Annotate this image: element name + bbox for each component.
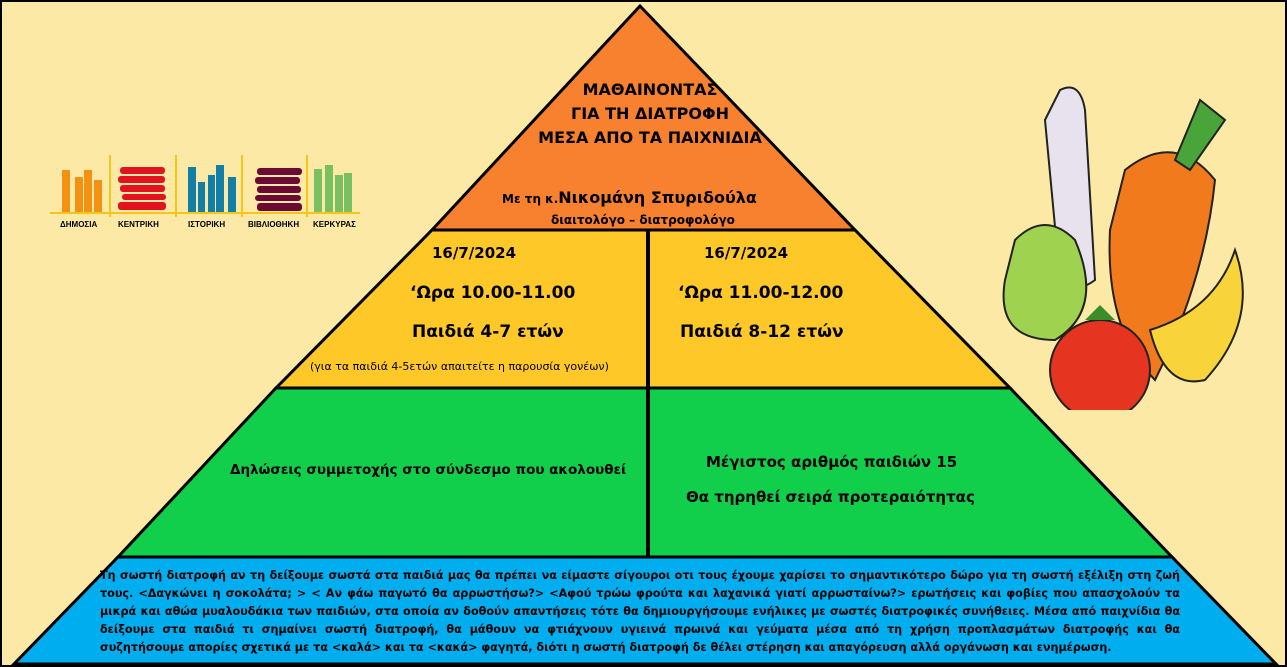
pear-icon	[1002, 224, 1088, 342]
right-date: 16/7/2024	[704, 244, 789, 262]
logo-word: ΒΙΒΛΙΟΘΗΚΗ	[248, 220, 300, 229]
description-paragraph: Τη σωστή διατροφή αν τη δείξουμε σωστά σ…	[100, 569, 1180, 654]
title-line: ΓΙΑ ΤΗ ΔΙΑΤΡΟΦΗ	[571, 104, 729, 123]
presenter-name: Νικομάνη Σπυριδούλα	[558, 188, 757, 207]
logo-word: ΚΕΡΚΥΡΑΣ	[313, 220, 356, 229]
tomato-icon	[1049, 305, 1151, 410]
presenter-prefix: Με τη κ.	[502, 192, 559, 206]
right-ages: Παιδιά 8-12 ετών	[680, 322, 844, 342]
logo-word: ΙΣΤΟΡΙΚΗ	[188, 220, 226, 229]
title-line: ΜΑΘΑΙΝΟΝΤΑΣ	[582, 80, 718, 99]
library-logo: ΔΗΜΟΣΙΑ ΚΕΝΤΡΙΚΗ ΙΣΤΟΡΙΚΗ ΒΙΒΛΙΟΘΗΚΗ ΚΕΡ…	[50, 155, 360, 235]
registration-text[interactable]: Δηλώσεις συμμετοχής στο σύνδεσμο που ακο…	[230, 462, 627, 478]
carrot-icon	[1108, 98, 1227, 382]
presenter-role: διαιτολόγο – διατροφολόγο	[551, 213, 735, 227]
event-title: ΜΑΘΑΙΝΟΝΤΑΣ ΓΙΑ ΤΗ ΔΙΑΤΡΟΦΗ ΜΕΣΑ ΑΠΟ ΤΑ …	[500, 78, 800, 150]
left-time: ‘Ωρα 10.00-11.00	[410, 283, 576, 303]
vegetable-characters-illustration	[1002, 86, 1244, 410]
pyramid-tier-orange	[428, 3, 859, 232]
right-time: ‘Ωρα 11.00-12.00	[678, 283, 844, 303]
presenter-line: Με τη κ.Νικομάνη Σπυριδούλα	[502, 188, 757, 207]
logo-word: ΔΗΜΟΣΙΑ	[60, 220, 98, 229]
title-line: ΜΕΣΑ ΑΠΟ ΤΑ ΠΑΙΧΝΙΔΙΑ	[538, 128, 762, 147]
priority-note: Θα τηρηθεί σειρά προτεραιότητας	[686, 488, 975, 506]
bookshelf-icon	[50, 155, 360, 217]
left-ages: Παιδιά 4-7 ετών	[412, 322, 564, 342]
left-date: 16/7/2024	[432, 244, 517, 262]
logo-word: ΚΕΝΤΡΙΚΗ	[118, 220, 159, 229]
left-note: (για τα παιδιά 4-5ετών απαιτείτε η παρου…	[310, 360, 609, 373]
banana-icon	[1148, 246, 1244, 383]
max-children: Μέγιστος αριθμός παιδιών 15	[706, 453, 958, 471]
